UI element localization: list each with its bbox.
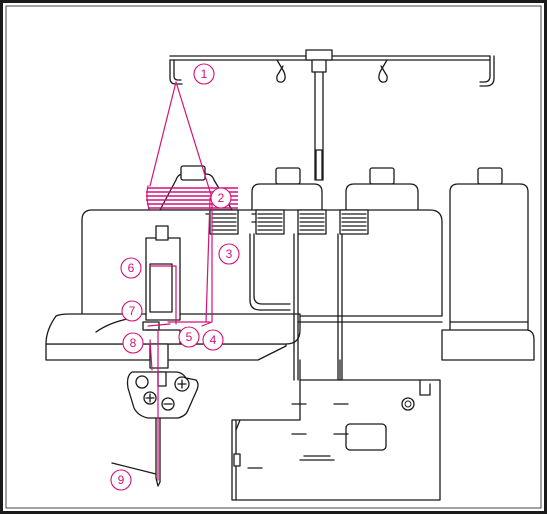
svg-text:1: 1: [201, 67, 208, 81]
callout-2: 2: [210, 187, 232, 209]
svg-text:4: 4: [210, 333, 217, 347]
callout-9: 9: [110, 469, 132, 491]
callout-3: 3: [218, 243, 240, 265]
svg-text:5: 5: [186, 330, 193, 344]
callout-4: 4: [202, 329, 224, 351]
thread-path: [111, 81, 213, 481]
svg-text:8: 8: [130, 336, 137, 350]
svg-text:9: 9: [118, 473, 125, 487]
svg-text:6: 6: [128, 261, 135, 275]
inner-frame: [5, 5, 542, 509]
thread-cone-3: [345, 167, 419, 213]
callout-5: 5: [178, 326, 200, 348]
svg-text:3: 3: [226, 247, 233, 261]
thread-stand: [169, 49, 495, 181]
svg-text:7: 7: [129, 304, 136, 318]
thread-cone-2: [251, 167, 323, 213]
needle-bar: [126, 225, 199, 487]
callout-6: 6: [120, 257, 142, 279]
callout-8: 8: [122, 332, 144, 354]
callout-7: 7: [121, 300, 143, 322]
svg-text:2: 2: [218, 191, 225, 205]
callout-1: 1: [193, 63, 215, 85]
tension-dials: [205, 209, 369, 381]
thread-cone-4: [449, 167, 529, 333]
